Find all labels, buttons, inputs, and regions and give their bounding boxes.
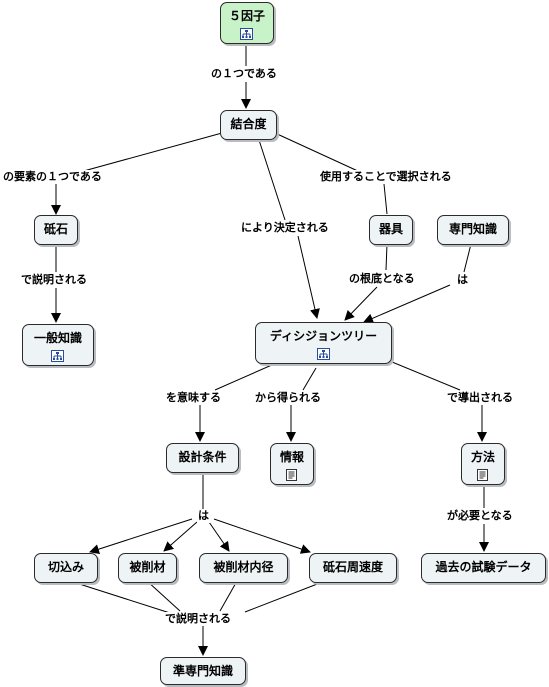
edge-coupling-to-label-element [79, 132, 223, 173]
edge-coupling-to-label-decided [258, 139, 286, 221]
edge-label-wa-to-tree [363, 284, 451, 324]
link-label-needed: が必要となる [446, 509, 514, 523]
node-coupling[interactable]: 結合度 [220, 110, 277, 140]
submap-icon[interactable] [51, 350, 64, 362]
edge-expert-to-label-wa [463, 243, 472, 273]
submap-icon[interactable] [240, 28, 253, 40]
link-label-explained-by-2: で説明される [164, 612, 232, 626]
link-label-wa-2: は [197, 509, 210, 523]
link-label-is-one-of: の１つである [210, 67, 278, 81]
node-workpiece-label: 被削材 [129, 560, 166, 574]
node-method-label: 方法 [470, 450, 495, 464]
node-method[interactable]: 方法 [461, 443, 505, 485]
link-label-wa-1: は [456, 273, 469, 287]
node-decision-tree[interactable]: ディシジョンツリー [255, 322, 392, 364]
node-grindstone-label: 砥石 [43, 222, 68, 236]
node-workpiece-inner-diameter[interactable]: 被削材内径 [199, 553, 288, 583]
edge-peripheral-speed-to-label-explained-2 [244, 580, 326, 613]
document-icon[interactable] [285, 469, 298, 481]
node-five-factors[interactable]: ５因子 [220, 2, 274, 44]
node-expert-knowledge[interactable]: 専門知識 [437, 215, 509, 245]
link-label-derived-by: で導出される [446, 391, 514, 405]
node-grindstone-peripheral-speed-label: 砥石周速度 [322, 560, 383, 574]
edge-wa-to-inner-diameter [208, 521, 230, 552]
link-label-obtained-from: から得られる [254, 391, 322, 405]
node-decision-tree-label: ディシジョンツリー [269, 329, 378, 343]
submap-icon[interactable] [316, 348, 330, 360]
link-label-explained-by-1: で説明される [20, 273, 88, 287]
edge-label-chosen-to-coupling [274, 132, 361, 173]
edge-tree-to-label-derived [379, 356, 461, 391]
edge-tree-to-label-obtained [302, 367, 317, 391]
node-cut-in[interactable]: 切込み [34, 553, 98, 583]
node-equipment-label: 器具 [378, 222, 403, 236]
node-five-factors-label: ５因子 [228, 9, 265, 23]
node-semi-expert-knowledge[interactable]: 準専門知識 [160, 657, 246, 685]
edge-workpiece-to-label-explained-2 [146, 580, 181, 612]
node-design-conditions-label: 設計条件 [178, 450, 227, 464]
edge-cut-in-to-label-explained-2 [69, 580, 171, 614]
node-semi-expert-knowledge-label: 準専門知識 [172, 664, 233, 678]
link-label-means: を意味する [165, 391, 222, 405]
link-label-basis-of: の根底となる [348, 272, 416, 286]
node-equipment[interactable]: 器具 [369, 215, 413, 245]
node-grindstone-peripheral-speed[interactable]: 砥石周速度 [309, 553, 397, 583]
node-past-test-data-label: 過去の試験データ [435, 560, 532, 574]
node-information[interactable]: 情報 [270, 443, 314, 485]
edge-wa-to-workpiece [163, 521, 198, 552]
node-past-test-data[interactable]: 過去の試験データ [421, 553, 546, 583]
document-icon[interactable] [476, 469, 489, 481]
node-cut-in-label: 切込み [47, 560, 84, 574]
edge-label-basis-to-tree [344, 286, 378, 321]
edge-label-decided-to-tree [297, 235, 320, 319]
edge-equipment-to-label-chosen [383, 183, 388, 215]
node-workpiece[interactable]: 被削材 [118, 553, 177, 583]
node-design-conditions[interactable]: 設計条件 [166, 443, 239, 473]
link-label-chosen-by-use: 使用することで選択される [319, 170, 453, 184]
link-label-decided-by: により決定される [240, 221, 330, 235]
node-coupling-label: 結合度 [230, 117, 267, 131]
edge-equipment-to-label-basis [385, 243, 388, 271]
node-expert-knowledge-label: 専門知識 [448, 222, 497, 236]
node-workpiece-inner-diameter-label: 被削材内径 [213, 560, 274, 574]
node-general-knowledge[interactable]: 一般知識 [22, 324, 94, 366]
node-grindstone[interactable]: 砥石 [34, 215, 78, 245]
edge-inner-diameter-to-label-explained-2 [219, 580, 238, 612]
edge-wa-to-peripheral-speed [213, 518, 311, 554]
edge-wa-to-cut-in [89, 518, 193, 554]
node-information-label: 情報 [279, 450, 304, 464]
link-label-is-one-element-of: の要素の１つである [2, 170, 103, 184]
node-general-knowledge-label: 一般知識 [33, 331, 82, 345]
